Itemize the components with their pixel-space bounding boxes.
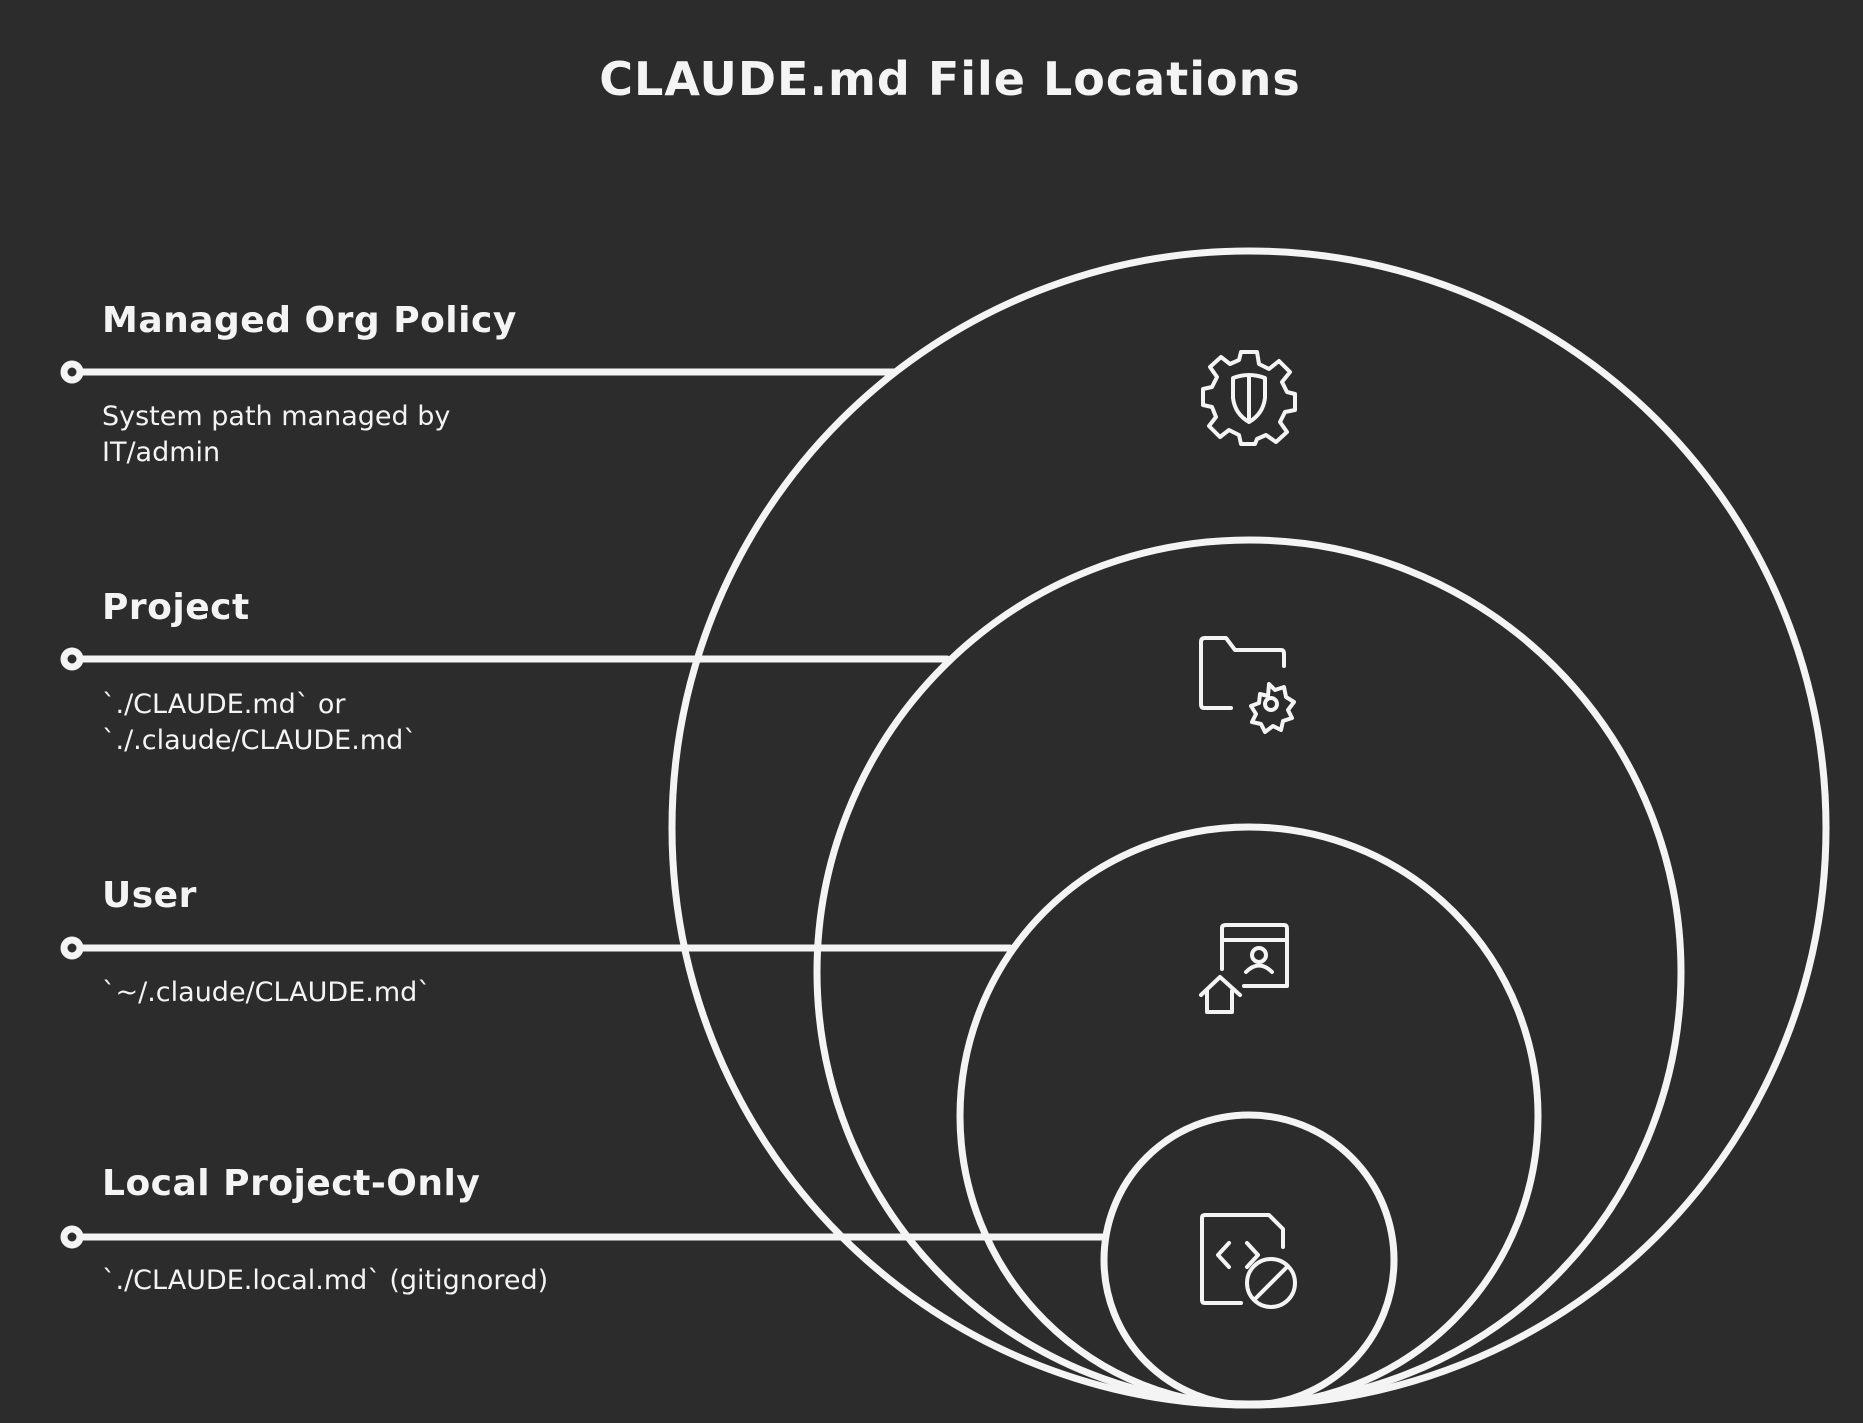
layer-label-user: User xyxy=(102,875,197,916)
layer-description-managed: System path managed by IT/admin xyxy=(102,401,451,468)
code-file-blocked-icon xyxy=(1200,1213,1297,1309)
layer-label-project: Project xyxy=(102,587,250,628)
endpoint-dot-project xyxy=(60,647,84,671)
gear-shield-icon xyxy=(1201,350,1297,446)
circle-local-project-only xyxy=(1100,1111,1398,1409)
endpoint-dot-managed xyxy=(60,360,84,384)
endpoint-dot-user xyxy=(60,936,84,960)
folder-gear-icon xyxy=(1199,636,1296,734)
layer-label-local: Local Project-Only xyxy=(102,1163,481,1204)
diagram-title: CLAUDE.md File Locations xyxy=(599,52,1301,106)
endpoint-dot-local xyxy=(60,1225,84,1249)
user-window-home-icon xyxy=(1199,923,1289,1014)
layer-description-user: `~/.claude/CLAUDE.md` xyxy=(102,977,431,1008)
layer-label-managed: Managed Org Policy xyxy=(102,300,517,341)
layer-description-local: `./CLAUDE.local.md` (gitignored) xyxy=(102,1265,549,1296)
layer-description-project: `./CLAUDE.md` or `./.claude/CLAUDE.md` xyxy=(102,689,417,756)
